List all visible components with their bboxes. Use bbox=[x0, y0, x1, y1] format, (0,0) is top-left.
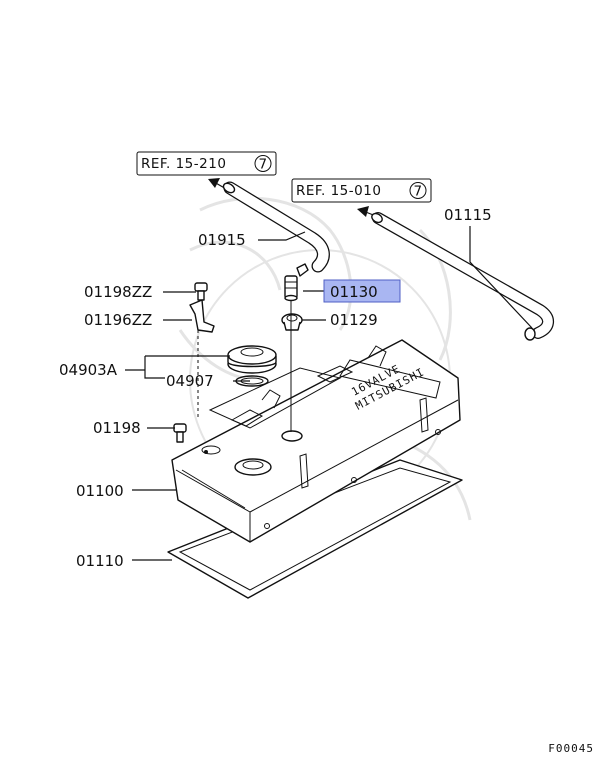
label-01130[interactable]: 01130 bbox=[330, 283, 378, 301]
oil-filler-cap-04903a[interactable] bbox=[227, 345, 277, 374]
ref-15-010-badge: 7 bbox=[413, 184, 422, 200]
figure-code: F00045 bbox=[548, 742, 594, 755]
label-01129[interactable]: 01129 bbox=[330, 311, 378, 329]
highlight-01130-box bbox=[323, 279, 401, 303]
bracket-01196zz[interactable] bbox=[189, 299, 215, 333]
label-01110[interactable]: 01110 bbox=[76, 552, 124, 570]
hose-01915[interactable] bbox=[222, 181, 330, 273]
label-01100[interactable]: 01100 bbox=[76, 482, 124, 500]
grommet-01129[interactable] bbox=[281, 313, 303, 331]
cap-gasket-04907[interactable] bbox=[235, 375, 269, 387]
ref-15-210-text: REF. 15-210 bbox=[141, 156, 226, 172]
ref-15-210-badge: 7 bbox=[258, 157, 267, 173]
pcv-valve-01130[interactable] bbox=[284, 263, 309, 302]
ref-15-010-badge-circle bbox=[409, 182, 427, 199]
rocker-cover-01100[interactable]: 16VALVE MITSUBISHI bbox=[171, 339, 461, 543]
label-01115[interactable]: 01115 bbox=[444, 206, 492, 224]
bolt-01198zz[interactable] bbox=[194, 282, 208, 301]
ref-15-210-badge-circle bbox=[254, 155, 272, 172]
highlight-01130[interactable]: 01130 bbox=[323, 279, 401, 303]
bolt-01198[interactable] bbox=[173, 423, 187, 443]
label-01198zz[interactable]: 01198ZZ bbox=[84, 283, 152, 301]
ref-15-010-text: REF. 15-010 bbox=[296, 183, 381, 199]
hose-01115[interactable] bbox=[370, 212, 554, 341]
ref-box-15-010[interactable]: REF. 15-010 7 bbox=[291, 178, 432, 203]
ref-box-15-210[interactable]: REF. 15-210 7 bbox=[136, 151, 277, 176]
label-01915[interactable]: 01915 bbox=[198, 231, 246, 249]
label-01198[interactable]: 01198 bbox=[93, 419, 141, 437]
label-04907[interactable]: 04907 bbox=[166, 372, 214, 390]
label-04903a[interactable]: 04903A bbox=[59, 361, 118, 379]
leader-lines bbox=[125, 226, 533, 561]
label-01196zz[interactable]: 01196ZZ bbox=[84, 311, 152, 329]
